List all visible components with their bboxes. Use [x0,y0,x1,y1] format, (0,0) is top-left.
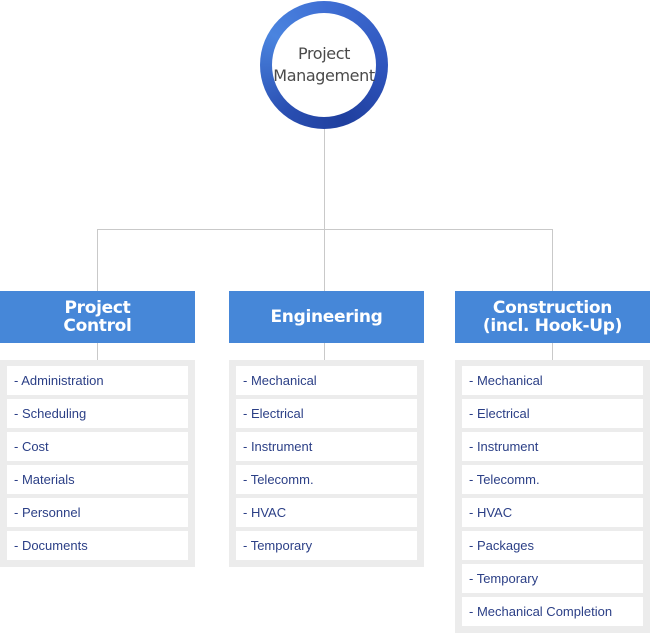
column-engineering: - Mechanical - Electrical - Instrument -… [229,360,424,567]
connector-right-down [552,229,553,291]
column-header-project-control: Project Control [0,291,195,343]
list-item: - Instrument [236,432,417,461]
root-label: Project Management [273,44,375,85]
list-item: - Electrical [462,399,643,428]
root-node-inner: Project Management [272,13,376,117]
root-node: Project Management [260,1,388,129]
list-item: - Telecomm. [236,465,417,494]
list-item: - HVAC [236,498,417,527]
list-item: - Mechanical [236,366,417,395]
list-item: - Documents [7,531,188,560]
list-item: - Electrical [236,399,417,428]
column-header-engineering: Engineering [229,291,424,343]
list-item: - Telecomm. [462,465,643,494]
list-item: - Instrument [462,432,643,461]
list-item: - Mechanical Completion [462,597,643,626]
connector-left-body [97,343,98,360]
list-item: - Scheduling [7,399,188,428]
column-project-control: - Administration - Scheduling - Cost - M… [0,360,195,567]
list-item: - Cost [7,432,188,461]
connector-center-body [324,343,325,360]
list-item: - Temporary [236,531,417,560]
list-item: - Materials [7,465,188,494]
connector-center-down [324,229,325,291]
connector-left-down [97,229,98,291]
list-item: - Packages [462,531,643,560]
connector-right-body [552,343,553,360]
list-item: - Personnel [7,498,188,527]
column-header-construction: Construction (incl. Hook-Up) [455,291,650,343]
list-item: - Temporary [462,564,643,593]
column-construction: - Mechanical - Electrical - Instrument -… [455,360,650,633]
connector-root-down [324,128,325,229]
list-item: - Administration [7,366,188,395]
connector-horizontal [97,229,553,230]
list-item: - HVAC [462,498,643,527]
list-item: - Mechanical [462,366,643,395]
